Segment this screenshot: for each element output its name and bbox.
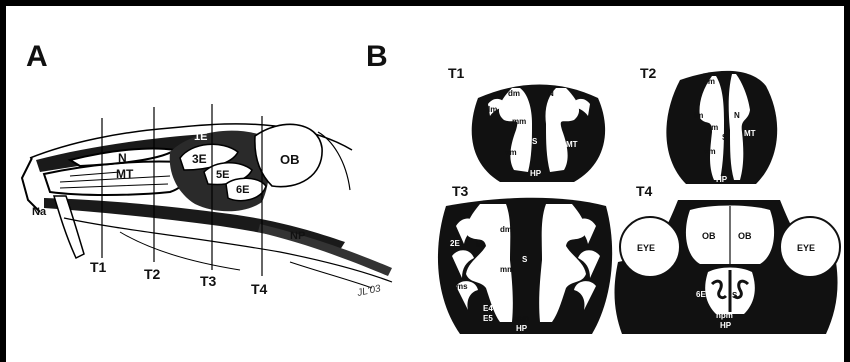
t3-label-3e: 3E: [480, 276, 490, 285]
t2-label-n: N: [734, 111, 740, 120]
t3-label-e5: E5: [483, 314, 493, 323]
t1-label-dm: dm: [508, 89, 520, 98]
t4-title: T4: [636, 183, 653, 199]
section-t1: T1 dm lm mm S vm N MT HP: [448, 65, 605, 182]
t3-label-ms: ms: [456, 282, 468, 291]
t2-title: T2: [640, 65, 657, 81]
t4-label-hp: HP: [720, 321, 732, 330]
t3-label-2e: 2E: [450, 239, 460, 248]
t1-label-hp: HP: [530, 169, 542, 178]
t2-label-lm: lm: [694, 111, 703, 120]
t1-outline: [472, 85, 605, 183]
t3-label-dm: dm: [500, 225, 512, 234]
t4-label-ob-left: OB: [702, 231, 716, 241]
section-t3: T3 1E dm 2E lm S mm 3E ms E4 E5 npm HP: [438, 183, 612, 334]
t3-label-hp: HP: [516, 324, 528, 333]
t1-label-mt: MT: [566, 140, 578, 149]
t1-label-n: N: [548, 89, 554, 98]
t2-label-vm: vm: [704, 147, 716, 156]
t1-label-mm: mm: [512, 117, 526, 126]
t3-label-e4: E4: [483, 304, 493, 313]
t3-label-npm: npm: [512, 314, 529, 323]
section-t4: T4 EYE OB OB EYE 6E S npm HP: [615, 183, 840, 334]
t2-label-s: S: [722, 133, 728, 142]
t3-label-lm: lm: [476, 240, 485, 249]
t3-label-s: S: [522, 255, 528, 264]
t1-label-lm: lm: [488, 105, 497, 114]
t3-label-1e: 1E: [494, 211, 504, 220]
t3-label-mm: mm: [500, 265, 514, 274]
t1-label-s: S: [532, 137, 538, 146]
t2-label-mt: MT: [744, 129, 756, 138]
t4-label-npm: npm: [716, 311, 733, 320]
t2-label-mm: mm: [704, 123, 718, 132]
t2-label-dm: dm: [703, 77, 715, 86]
t4-label-ob-right: OB: [738, 231, 752, 241]
t4-label-eye-left: EYE: [637, 243, 655, 253]
t1-title: T1: [448, 65, 465, 81]
t4-label-6e: 6E: [696, 290, 706, 299]
t1-label-vm: vm: [505, 148, 517, 157]
t3-title: T3: [452, 183, 469, 199]
t2-label-hp: HP: [716, 175, 728, 184]
t4-label-eye-right: EYE: [797, 243, 815, 253]
t4-label-s: S: [732, 291, 738, 300]
section-t2: T2 dm lm mm S vm N MT HP: [640, 65, 777, 184]
